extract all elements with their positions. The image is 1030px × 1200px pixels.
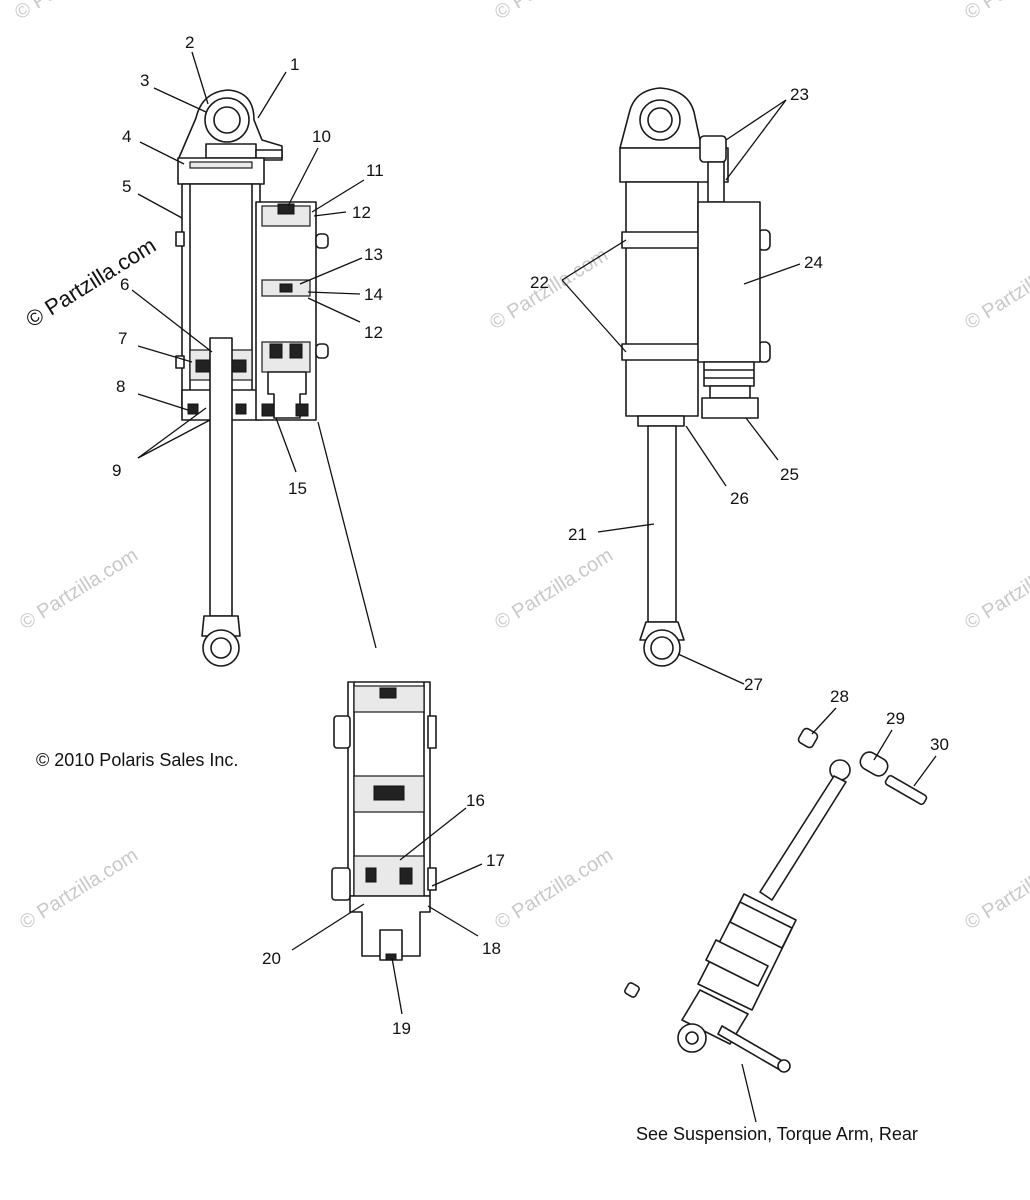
watermark: © Partzilla.com	[961, 244, 1030, 334]
callout-28: 28	[830, 687, 849, 706]
callout-22: 22	[530, 273, 549, 292]
callout-25: 25	[780, 465, 799, 484]
watermark: © Partzilla.com	[486, 244, 612, 334]
watermark: © Partzilla.com	[961, 844, 1030, 934]
watermark: © Partzilla.com	[961, 544, 1030, 634]
callout-5: 5	[122, 177, 131, 196]
watermark-main: © Partzilla.com	[21, 232, 160, 332]
callout-2: 2	[185, 33, 194, 52]
shock-cross-section	[175, 89, 329, 667]
callout-4: 4	[122, 127, 131, 146]
leader-lines	[131, 51, 937, 1123]
reference-note: See Suspension, Torque Arm, Rear	[636, 1124, 918, 1144]
watermark: © Partzilla.com	[11, 0, 137, 24]
callout-24: 24	[804, 253, 823, 272]
callout-16: 16	[466, 791, 485, 810]
watermarks: © Partzilla.com © Partzilla.com © Partzi…	[11, 0, 1030, 934]
watermark: © Partzilla.com	[16, 544, 142, 634]
callout-12-lower: 12	[364, 323, 383, 342]
callout-12: 12	[352, 203, 371, 222]
callout-17: 17	[486, 851, 505, 870]
callout-30: 30	[930, 735, 949, 754]
callout-21: 21	[568, 525, 587, 544]
callout-23: 23	[790, 85, 809, 104]
callout-11: 11	[366, 161, 384, 180]
callout-10: 10	[312, 127, 331, 146]
callout-18: 18	[482, 939, 501, 958]
shock-exterior	[619, 87, 771, 667]
copyright-caption: © 2010 Polaris Sales Inc.	[36, 750, 238, 770]
watermark: © Partzilla.com	[491, 844, 617, 934]
callout-29: 29	[886, 709, 905, 728]
watermark: © Partzilla.com	[491, 544, 617, 634]
shock-installed-view	[624, 727, 928, 1073]
callout-13: 13	[364, 245, 383, 264]
callout-6: 6	[120, 275, 129, 294]
callout-20: 20	[262, 949, 281, 968]
callout-19: 19	[392, 1019, 411, 1038]
callout-15: 15	[288, 479, 307, 498]
callout-9: 9	[112, 461, 121, 480]
callout-7: 7	[118, 329, 127, 348]
callout-3: 3	[140, 71, 149, 90]
callout-8: 8	[116, 377, 125, 396]
callout-26: 26	[730, 489, 749, 508]
callout-14: 14	[364, 285, 383, 304]
callout-27: 27	[744, 675, 763, 694]
callouts: 1 2 3 4 5 6 7 8 9 10 11 12 12 13 14 15 1…	[112, 33, 949, 1038]
watermark: © Partzilla.com	[16, 844, 142, 934]
reservoir-detail	[331, 681, 437, 961]
watermark: © Partzilla.com	[961, 0, 1030, 24]
watermark: © Partzilla.com	[491, 0, 617, 24]
callout-1: 1	[290, 55, 299, 74]
